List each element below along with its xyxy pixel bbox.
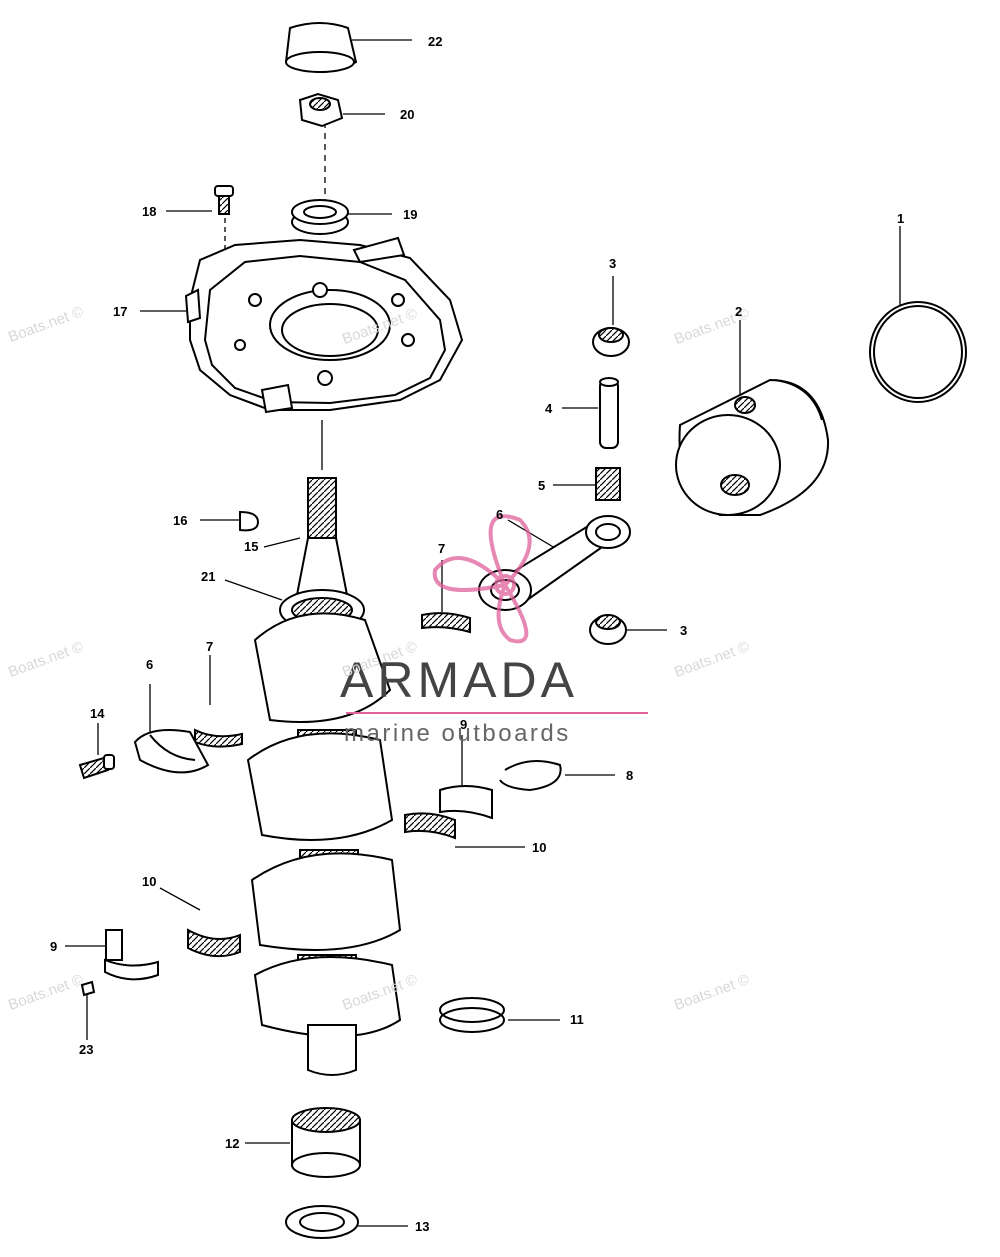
- callout-7: 7: [438, 541, 446, 556]
- part-main-bearing: [187, 812, 456, 958]
- callout-16: 16: [173, 513, 188, 528]
- part-cap: [284, 22, 358, 73]
- callout-12: 12: [225, 1136, 240, 1151]
- part-nut: [298, 92, 344, 128]
- callout-15: 15: [244, 539, 259, 554]
- part-dowel-pin: [80, 980, 96, 997]
- callout-8: 8: [626, 768, 634, 783]
- logo-tagline: marine outboards: [344, 720, 571, 747]
- callout-11: 11: [570, 1012, 584, 1027]
- callout-17: 17: [113, 304, 128, 319]
- callout-5: 5: [538, 478, 546, 493]
- part-bearing-race: [104, 785, 493, 981]
- part-piston: [675, 378, 830, 516]
- callout-20: 20: [400, 107, 415, 122]
- part-crankshaft: [246, 477, 402, 1076]
- part-roller-bearing: [291, 1107, 361, 1178]
- callout-6: 6: [496, 507, 504, 522]
- part-rod-cap: [133, 729, 210, 774]
- callout-19: 19: [403, 207, 418, 222]
- part-lower-seal: [285, 1205, 359, 1239]
- part-retaining-ring: [499, 760, 562, 792]
- callout-3: 3: [680, 623, 688, 638]
- callout-22: 22: [428, 34, 443, 49]
- part-wrist-pin: [599, 377, 619, 449]
- part-thrust-washer: [589, 327, 630, 645]
- callout-10: 10: [532, 840, 547, 855]
- logo-name: ARMADA: [340, 652, 578, 708]
- logo-divider: [346, 712, 648, 714]
- callout-9: 9: [50, 939, 58, 954]
- logo-propeller: [432, 514, 532, 644]
- callout-7: 7: [206, 639, 214, 654]
- callout-18: 18: [142, 204, 157, 219]
- callout-3: 3: [609, 256, 617, 271]
- leader-lines: [65, 39, 901, 1227]
- callout-10: 10: [142, 874, 157, 889]
- part-rod-bearing: [194, 612, 471, 748]
- callout-2: 2: [735, 304, 743, 319]
- part-seal: [291, 199, 349, 235]
- part-piston-ring: [869, 301, 967, 403]
- part-screw: [214, 185, 234, 215]
- part-bolt: [78, 754, 115, 780]
- callout-4: 4: [545, 401, 553, 416]
- callout-1: 1: [897, 211, 905, 226]
- callout-23: 23: [79, 1042, 94, 1057]
- callout-13: 13: [415, 1219, 430, 1234]
- part-seal-ring: [439, 997, 505, 1033]
- callout-14: 14: [90, 706, 105, 721]
- callout-21: 21: [201, 569, 216, 584]
- part-woodruff-key: [239, 510, 260, 532]
- callout-6: 6: [146, 657, 154, 672]
- part-stator-plate: [184, 236, 464, 414]
- callout-9: 9: [460, 717, 468, 732]
- part-needle-bearing-small: [595, 467, 621, 501]
